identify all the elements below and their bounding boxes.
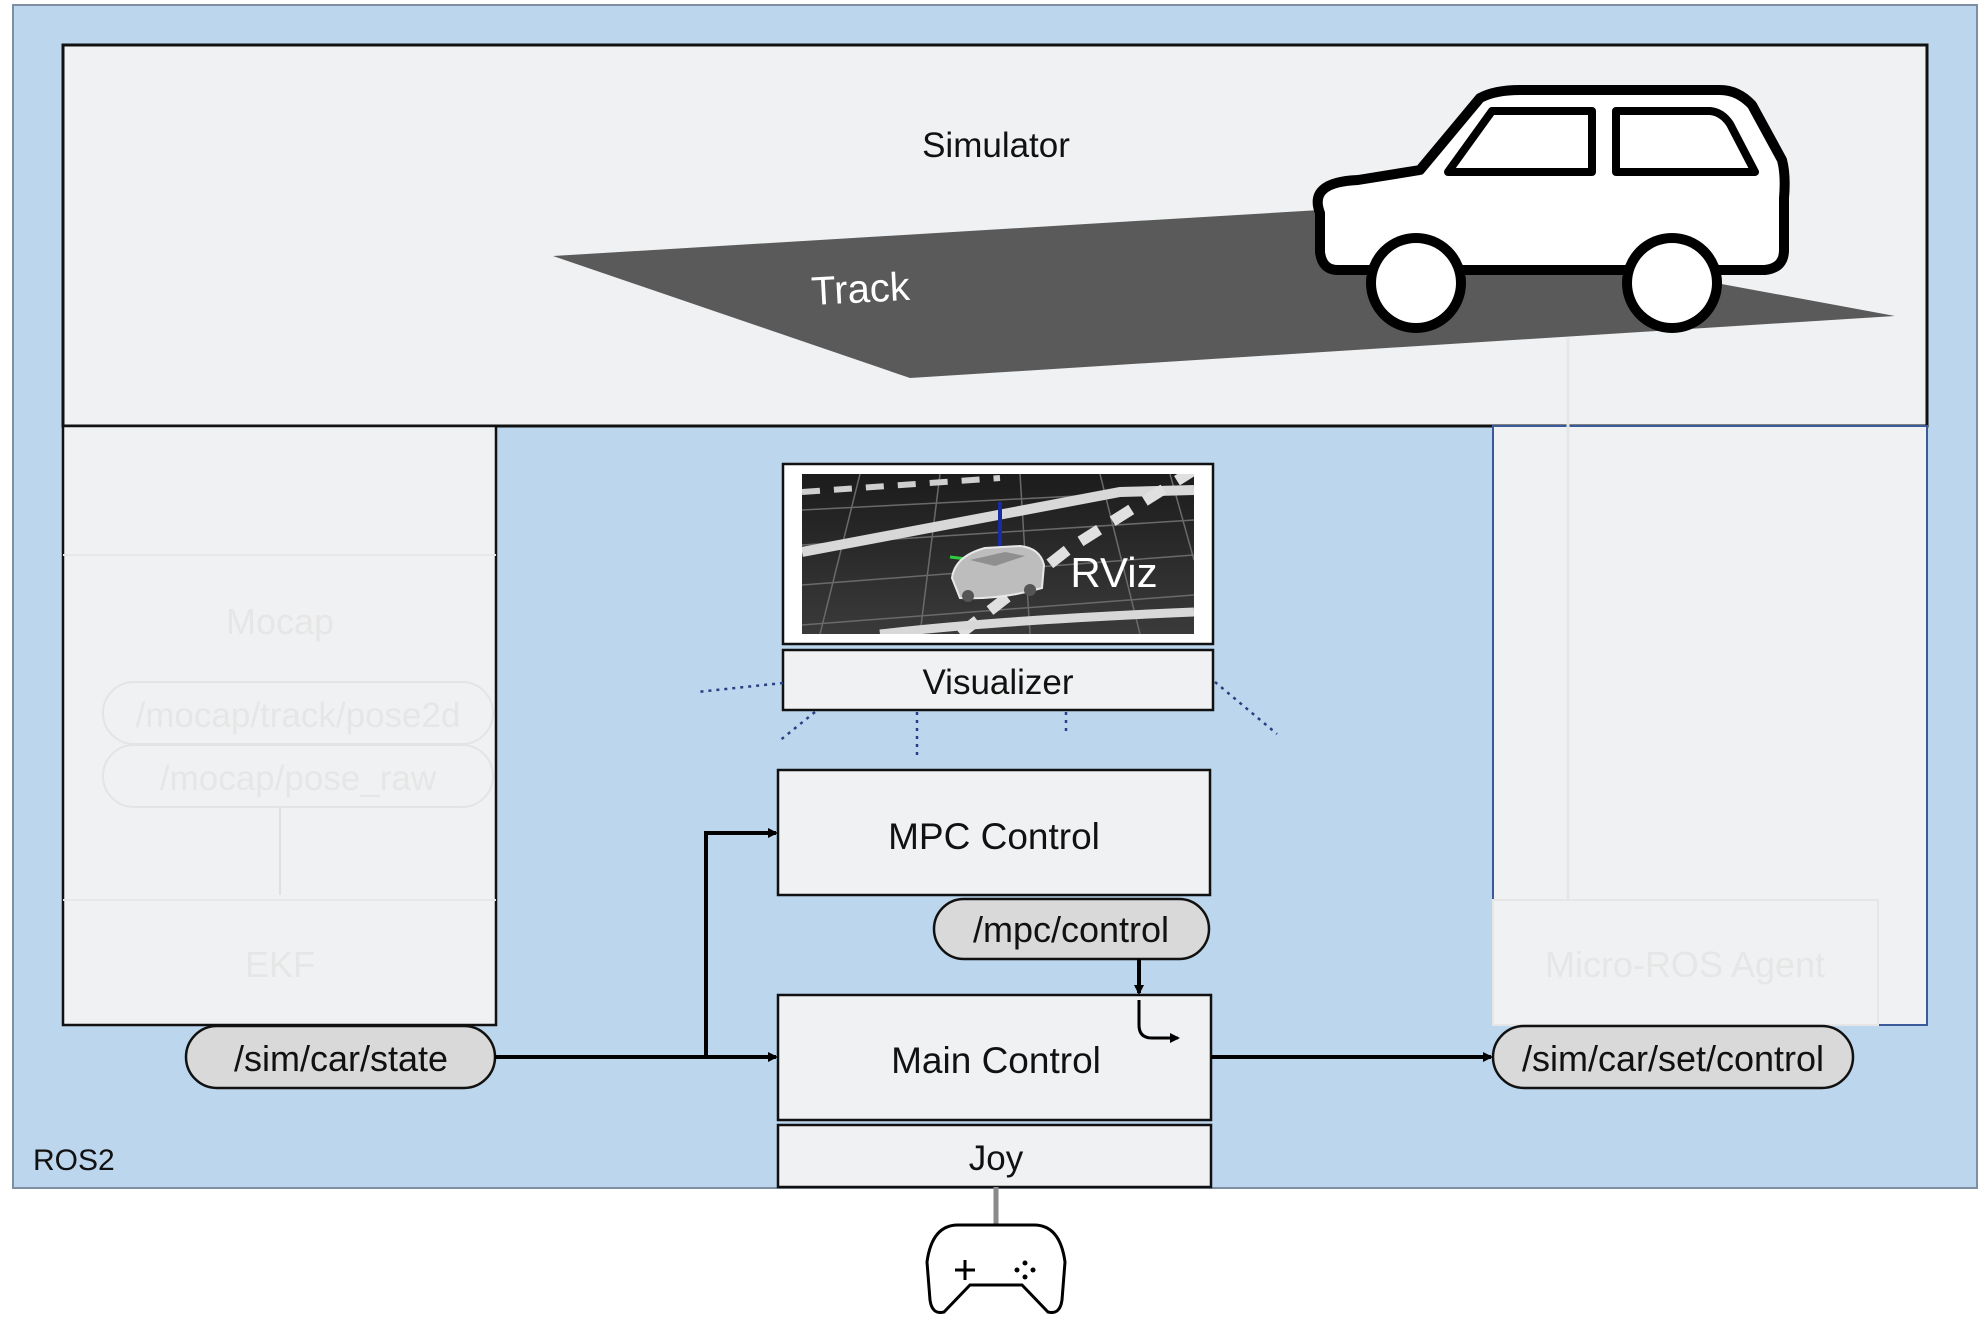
topic-sim-car-set-control xyxy=(1491,1024,1855,1090)
micro-ros-panel: Micro-ROS Agent xyxy=(1492,338,1928,1026)
simulator: Simulator Track xyxy=(61,43,1929,428)
mocap-topic-pose-raw xyxy=(102,744,494,808)
gamepad-icon xyxy=(925,1223,1067,1314)
topic-sim-car-set-control-label: /sim/car/set/control xyxy=(1522,1038,1824,1079)
simulator-label: Simulator xyxy=(922,126,1070,165)
mocap-ekf-panel: Mocap /mocap/track/pose2d /mocap/pose_ra… xyxy=(61,424,498,1027)
topic-sim-car-state-label: /sim/car/state xyxy=(234,1038,448,1079)
car-icon xyxy=(1312,85,1790,333)
mocap-topic-pose2d-label: /mocap/track/pose2d xyxy=(136,696,461,735)
track-surface xyxy=(553,210,1895,378)
topic-mpc-control-label: /mpc/control xyxy=(973,909,1169,950)
micro-ros-label: Micro-ROS Agent xyxy=(1545,944,1825,985)
mocap-ekf-box xyxy=(61,424,498,1027)
rviz-car-icon xyxy=(950,544,1046,602)
ekf-label: EKF xyxy=(245,944,315,985)
track-label: Track xyxy=(810,265,912,314)
arrow-main-internal xyxy=(1137,1000,1180,1043)
ros2-label: ROS2 xyxy=(33,1144,115,1177)
joy-label: Joy xyxy=(969,1139,1024,1178)
mocap-label: Mocap xyxy=(226,601,334,642)
visualizer-label: Visualizer xyxy=(922,663,1073,702)
arrow-state-to-mpc xyxy=(704,828,778,1057)
main-control-label: Main Control xyxy=(891,1040,1101,1081)
rviz-viewport: RViz xyxy=(781,462,1215,646)
mpc-control-label: MPC Control xyxy=(888,816,1100,857)
mpc-control-node xyxy=(776,768,1212,897)
visualizer-subscriptions xyxy=(696,681,1278,755)
joy-node xyxy=(776,1123,1213,1189)
visualizer-node xyxy=(781,648,1215,712)
micro-ros-box xyxy=(1492,425,1928,1026)
topic-mpc-control xyxy=(932,897,1211,961)
mocap-topic-pose-raw-label: /mocap/pose_raw xyxy=(160,759,437,798)
data-flow-arrows xyxy=(495,828,1493,1062)
rviz-label: RViz xyxy=(1070,549,1157,596)
